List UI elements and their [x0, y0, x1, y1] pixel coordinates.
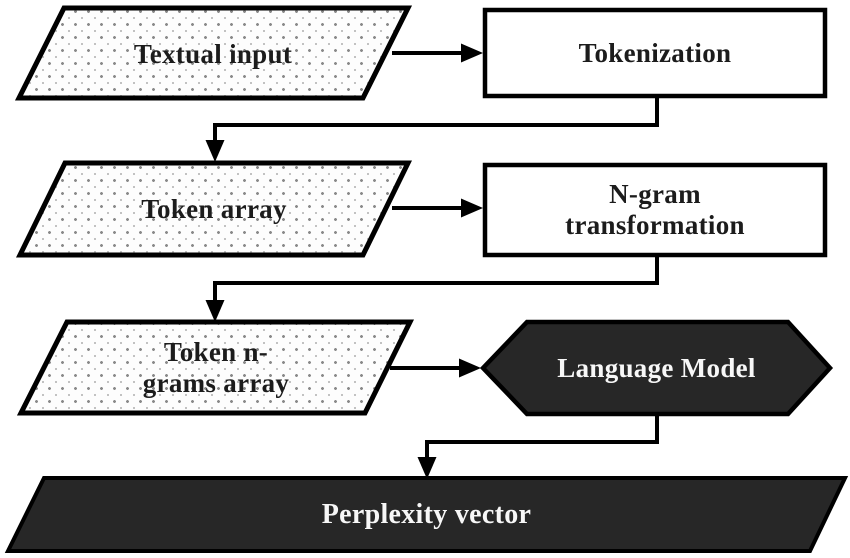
token-ngrams-array-shape [16, 319, 415, 416]
ngram-transformation-shape [482, 162, 828, 258]
arrow-ngram-to-tokenngrams-line [213, 255, 659, 302]
arrow-tokenization-to-tokenarray-head [205, 140, 225, 162]
arrow-ngram-to-tokenngrams-head [205, 300, 225, 322]
arrow-textual-to-tokenization-head [461, 43, 483, 63]
textual-input-shape [14, 5, 413, 101]
perplexity-vector-shape [4, 476, 849, 553]
arrow-lm-to-perplexity-head [417, 457, 437, 479]
token-array-shape [15, 160, 413, 258]
arrow-tokenization-to-tokenarray-line [213, 96, 659, 142]
tokenization-shape [482, 7, 828, 99]
arrow-lm-to-perplexity-line [425, 412, 659, 459]
language-model-shape [479, 319, 834, 417]
arrow-tokenarray-to-ngram-head [461, 198, 483, 218]
arrow-tokenngrams-to-lm-head [459, 358, 481, 378]
